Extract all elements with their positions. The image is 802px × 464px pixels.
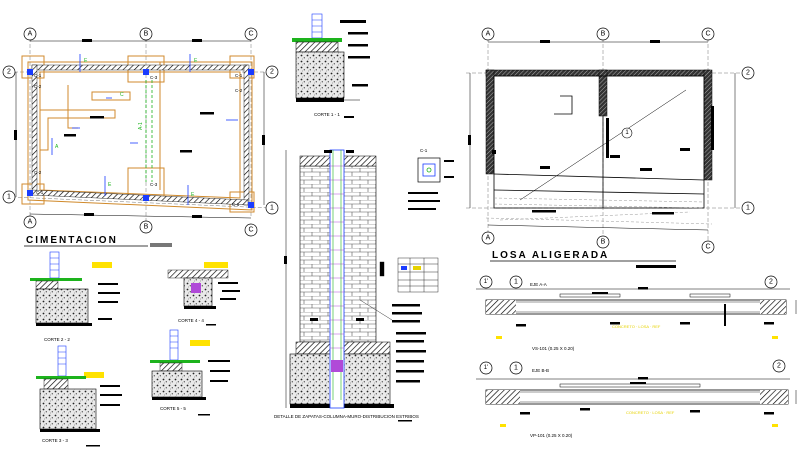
section-1-1: CORTE 1 - 1: [292, 13, 370, 118]
beam-b-label: EJE B-B: [532, 368, 549, 373]
axis-bubble-1prime: 1': [484, 365, 488, 371]
axis-bubble-1: 1: [746, 205, 750, 212]
beam-a-label: EJE A-A: [530, 282, 547, 287]
column-tag: C-1: [235, 73, 243, 78]
axis-bubble-2: 2: [746, 70, 750, 77]
column-tag: C-2: [34, 84, 42, 89]
title-cimentacion: CIMENTACION: [26, 235, 118, 246]
axis-bubble-b: B: [601, 31, 606, 38]
axis-bubble-2: 2: [7, 69, 11, 76]
svg-text:E: E: [194, 58, 198, 64]
beam-eje-b: 1' 1 2 EJE B-B CONCRETO · LOSA · REF VP-…: [476, 359, 797, 438]
axis-bubble-1prime: 1': [484, 279, 488, 285]
column-detail-title: C-1: [420, 148, 428, 153]
axis-bubble-a: A: [28, 219, 33, 226]
column-tag: C-1: [34, 73, 42, 78]
caption-corte-5: CORTE 5 - 5: [160, 406, 186, 411]
axis-bubble-b: B: [601, 239, 606, 246]
svg-text:E: E: [108, 182, 112, 188]
beam-eje-a: 1' 1 2 EJE A-A CONCRETO · LOSA · REF VS-…: [476, 275, 797, 351]
column-tag: C-2: [235, 88, 243, 93]
wall-detail-caption: DETALLE DE ZAPATAS-COLUMNA-MURO-DISTRIBU…: [274, 414, 419, 419]
axis-bubble-1: 1: [7, 194, 11, 201]
svg-text:A-1: A-1: [138, 122, 144, 130]
axis-bubble-c: C: [705, 31, 710, 38]
svg-text:E: E: [84, 58, 88, 64]
axis-bubble-c: C: [705, 244, 710, 251]
slab-callout: 1: [625, 130, 629, 136]
beam-a-spec: VS-101 (0.25 X 0.20): [532, 346, 575, 351]
section-4-4: CORTE 4 - 4: [167, 262, 240, 326]
axis-bubble-2: 2: [270, 69, 274, 76]
schedule-table: [379, 257, 439, 293]
column-tag: C-2: [34, 170, 42, 175]
svg-text:A: A: [55, 144, 59, 150]
wall-column-elevation: DETALLE DE ZAPATAS-COLUMNA-MURO-DISTRIBU…: [274, 149, 426, 422]
foundation-plan: E E E E A C A-1 C-1 C-1 C-1 C-1 C-2 C-2 C-2…: [2, 27, 279, 237]
axis-bubble-c: C: [248, 31, 253, 38]
svg-text:C: C: [120, 92, 124, 98]
axis-bubble-1: 1: [514, 365, 518, 372]
axis-bubble-2: 2: [777, 363, 781, 370]
beam-b-spec: VP-101 (0.25 X 0.20): [530, 433, 573, 438]
axis-bubble-c: C: [248, 227, 253, 234]
axis-bubble-1: 1: [514, 279, 518, 286]
svg-text:CONCRETO · LOSA · REF: CONCRETO · LOSA · REF: [626, 410, 675, 415]
axis-bubble-a: A: [486, 31, 491, 38]
svg-text:E: E: [191, 192, 195, 198]
axis-bubble-2: 2: [769, 279, 773, 286]
title-losa-aligerada: LOSA ALIGERADA: [492, 250, 609, 261]
column-tag: C-3: [150, 182, 158, 187]
column-tag: C-1: [36, 190, 44, 195]
slab-plan: 1 A B C A B C 2 1: [466, 27, 755, 254]
section-5-5: CORTE 5 - 5: [150, 329, 230, 416]
caption-corte-3: CORTE 3 - 3: [42, 438, 68, 443]
axis-bubble-b: B: [144, 224, 149, 231]
section-2-2: CORTE 2 - 2: [30, 251, 120, 342]
column-tag: C-3: [150, 75, 158, 80]
axis-bubble-a: A: [28, 31, 33, 38]
caption-corte-2: CORTE 2 - 2: [44, 337, 70, 342]
caption-corte-4: CORTE 4 - 4: [178, 318, 204, 323]
svg-text:CONCRETO · LOSA · REF: CONCRETO · LOSA · REF: [612, 324, 661, 329]
axis-bubble-1: 1: [270, 205, 274, 212]
axis-bubble-a: A: [486, 235, 491, 242]
caption-corte-1: CORTE 1 - 1: [314, 112, 340, 117]
section-3-3: CORTE 3 - 3: [36, 345, 122, 447]
column-c1-detail: C-1: [408, 148, 454, 210]
column-tag: C-1: [232, 202, 240, 207]
axis-bubble-b: B: [144, 31, 149, 38]
